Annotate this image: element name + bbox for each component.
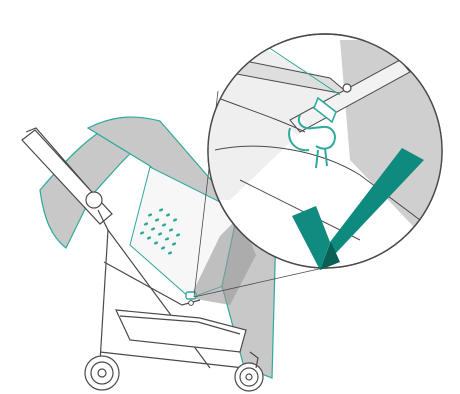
- frame-joint: [86, 192, 102, 208]
- bottom-bar: [100, 352, 244, 368]
- button-hole: [343, 84, 351, 92]
- wheel-rear: [85, 356, 119, 390]
- basket: [116, 310, 246, 352]
- rear-leg: [100, 230, 108, 362]
